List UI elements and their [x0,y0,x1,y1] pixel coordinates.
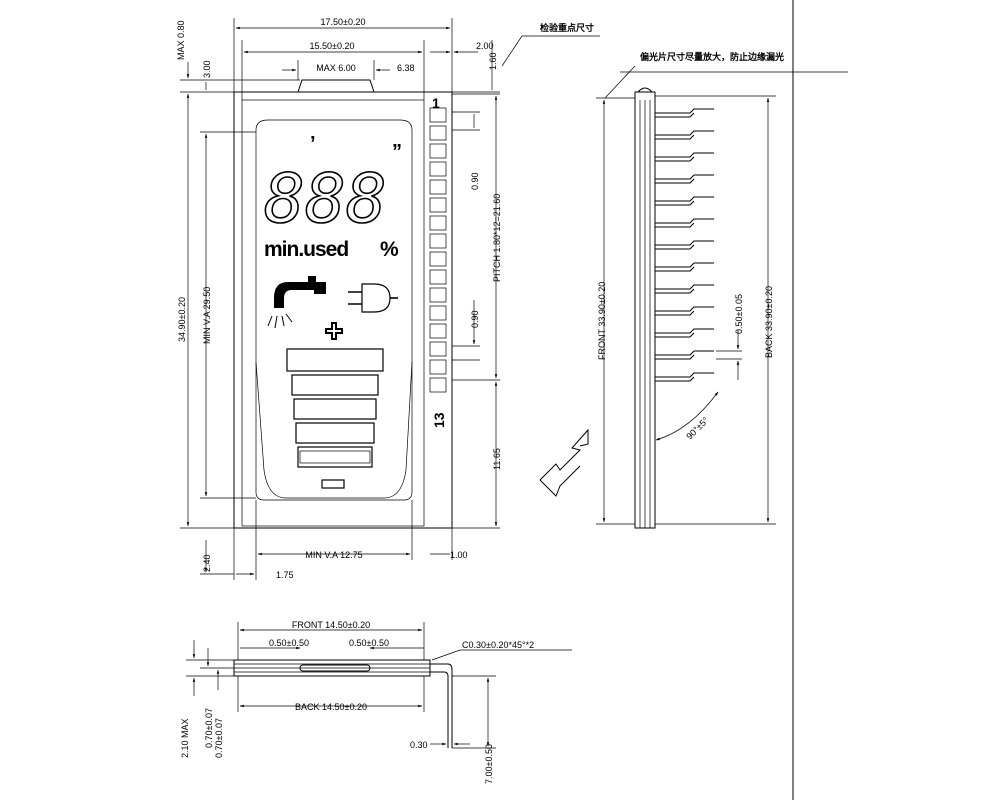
dim-glass-front: 0.70±0.07 [204,708,214,748]
level-bar [291,374,379,396]
dim-bottom-back: BACK 14.50±0.20 [295,702,367,712]
note-leader [501,35,523,67]
dim-pitch-0-90-top: 0.90 [470,172,480,190]
dim-right-1-00: 1.00 [450,550,468,560]
dim-pin-length: 7.00±0.50 [484,744,494,784]
dim-bottom-front: FRONT 14.50±0.20 [292,620,370,630]
level-bar [295,422,375,444]
dim-max-width: MAX 6.00 [316,63,356,73]
level-bar [286,348,384,372]
percent-label: % [380,238,399,261]
dim-pin-width: 0.50±0.05 [734,294,744,334]
dim-glass-back: 0.70±0.07 [214,718,224,758]
dim-tol-left: 0.50±0.50 [269,638,309,648]
dim-6-38: 6.38 [397,63,415,73]
low-indicator [321,479,345,489]
top-fill-tab [297,79,375,93]
angle-arc [655,391,719,441]
dim-pitch-total: PITCH 1.80*12=21.60 [492,194,502,282]
dim-max-thickness: 2.10 MAX [180,718,190,758]
level-bar [297,446,373,468]
pin-1-label: 1 [432,95,440,111]
bottom-view: FRONT 14.50±0.20 0.50±0.50 0.50±0.50 C0.… [180,620,572,784]
dim-chamfer: C0.30±0.20*45°*2 [462,640,534,650]
dim-pin-thickness: 0.30 [410,740,428,750]
dim-angle: 90°±5° [684,415,711,442]
outer-glass-outline [233,91,453,529]
dim-bottom-11-65: 11.65 [492,448,502,470]
tick-mark-right: ” [392,141,402,163]
pin-13-label: 13 [431,412,447,428]
dim-glass-width: 15.50±0.20 [310,41,355,51]
viewing-area [255,119,413,501]
side-view: 偏光片尺寸尽量放大，防止边缘漏光 FRONT 33.90±0.20 [596,51,848,529]
dim-top-3-00: 3.00 [202,60,212,78]
dim-bottom-2-40: 2.40 [202,554,212,572]
level-bars [286,348,384,489]
dim-max-top: MAX 0.80 [176,20,186,60]
dim-overall-width: 17.50±0.20 [321,17,366,27]
dim-side-back: BACK 33.90±0.20 [764,286,774,358]
dim-pitch-0-90-bottom: 0.90 [470,310,480,328]
dim-va-height: MIN V.A 29.50 [202,287,212,344]
min-used-label: min.used [264,238,348,261]
level-bar-inner [299,450,371,464]
tapered-region [255,361,413,499]
dim-overall-height: 34.90±0.20 [177,297,187,342]
dim-va-width: MIN V.A 12.75 [305,550,362,560]
bottom-pin [430,663,453,748]
fill-port [299,664,371,672]
note-inspection-points: 检验重点尺寸 [540,22,594,34]
note-polarizer: 偏光片尺寸尽量放大，防止边缘漏光 [640,51,784,63]
front-view: 888 ’ ” min.used % [176,17,600,580]
plus-icon [325,322,343,340]
dim-tol-right: 0.50±0.50 [349,638,389,648]
tick-mark-top: ’ [310,133,316,155]
side-pins [655,108,714,382]
plug-icon [348,283,398,313]
dim-right-2-00: 2.00 [476,41,494,51]
dim-left-1-75: 1.75 [276,570,294,580]
view-direction-arrow [539,428,589,481]
pin-pads [429,107,447,393]
seven-segment-digits: 888 [264,160,387,239]
dim-right-1-60: 1.60 [488,52,498,70]
dim-side-front: FRONT 33.90±0.20 [597,282,607,360]
level-bar [293,398,377,420]
faucet-icon [267,276,326,329]
inner-glass-outline [241,99,425,527]
